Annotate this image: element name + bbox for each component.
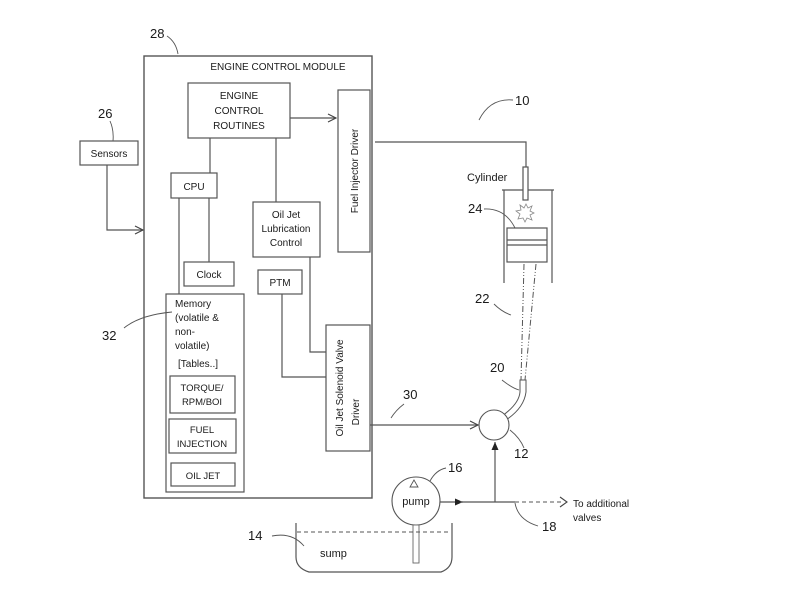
oil-jet-ref-leader [493,303,512,316]
table-oiljet-label: OIL JET [186,471,221,482]
memory-ref-leader [123,311,173,329]
module-ref: 28 [150,26,164,41]
ptm-block: PTM [257,269,303,295]
branch-ref: 18 [542,519,556,534]
branch-label-line-2: valves [573,513,601,524]
oil-jet-lubrication-control-block: Oil Jet Lubrication Control [252,201,321,258]
sump: sump [295,523,453,573]
module-title: ENGINE CONTROL MODULE [210,62,346,73]
oil-jet-control-line-1: Oil Jet [272,210,301,221]
sensors-ref-leader [109,120,114,142]
piston-ref: 24 [468,201,482,216]
valve-ref: 12 [514,446,528,461]
branch-label-line-1: To additional [573,499,629,510]
pump-ref: 16 [448,460,462,475]
cylinder: Cylinder [467,166,554,283]
system-ref: 10 [515,93,529,108]
table-fuel-line-2: INJECTION [177,439,227,450]
signal-ref-leader [390,403,405,419]
routines-line-1: ENGINE [220,91,259,102]
sump-label: sump [320,548,347,560]
cylinder-label: Cylinder [467,172,508,184]
sensors-block: Sensors [79,140,139,166]
sump-tank [295,523,453,573]
solenoid-driver-line-2: Driver [351,398,362,425]
oiljet-control-solenoid-link [309,257,326,353]
table-fuel-injection: FUEL INJECTION [168,418,237,454]
valve-ref-leader [509,429,525,449]
oil-jet-ref: 22 [475,291,489,306]
cpu-label: CPU [183,182,204,193]
engine-control-routines-block: ENGINE CONTROL ROUTINES [187,82,291,139]
clock-block: Clock [183,261,235,287]
memory-line-1: Memory [175,299,211,310]
module-ref-leader [166,35,179,55]
sensors-label: Sensors [91,149,128,160]
memory-block: Memory (volatile & non- volatile) [Table… [165,293,245,493]
branch-arrow-icon [559,496,568,508]
oil-jet-control-line-3: Control [270,238,302,249]
solenoid-driver-line-1: Oil Jet Solenoid Valve [335,339,346,437]
oil-jet-nozzle-tube [501,379,527,421]
piston-ref-leader [483,208,516,229]
table-fuel-line-1: FUEL [190,425,214,436]
table-torque-line-1: TORQUE/ [180,383,223,394]
piston [506,227,548,263]
table-torque-line-2: RPM/BOI [182,397,222,408]
routines-line-2: CONTROL [215,106,264,117]
solenoid-valve [478,409,510,441]
signal-ref: 30 [403,387,417,402]
solenoid-valve-driver-block: Oil Jet Solenoid Valve Driver [325,324,371,452]
pump-label: pump [402,496,430,508]
table-torque-rpm-boi: TORQUE/ RPM/BOI [169,375,236,414]
memory-ref: 32 [102,328,116,343]
memory-line-2: (volatile & [175,313,219,324]
combustion-spark-icon [515,203,535,223]
nozzle-ref: 20 [490,360,504,375]
clock-label: Clock [196,270,222,281]
branch-ref-leader [514,502,539,527]
fuel-injector-driver-block: Fuel Injector Driver [337,89,371,253]
memory-line-3: non- [175,327,195,338]
cpu-block: CPU [170,172,218,199]
pump-intake-pipe [412,524,420,564]
fuel-injector-driver-label: Fuel Injector Driver [350,128,361,213]
table-oil-jet: OIL JET [170,462,236,487]
pump: pump [391,476,441,564]
system-ref-leader [478,99,514,121]
sensors-ref: 26 [98,106,112,121]
ptm-solenoid-link [281,294,326,378]
ptm-label: PTM [269,278,290,289]
routines-line-3: ROUTINES [213,121,265,132]
pump-ref-leader [429,467,447,482]
oil-jet-control-line-2: Lubrication [262,224,311,235]
sump-ref: 14 [248,528,262,543]
sensors-to-module-arrow [106,165,143,230]
pump-direction-icon [409,479,419,488]
sump-ref-leader [271,534,305,547]
fuel-injector-nozzle [522,166,529,201]
oil-jet-spray-right [524,263,537,381]
injector-to-cylinder-line [375,141,527,167]
nozzle-ref-leader [501,379,520,391]
oil-jet-spray-left [520,263,525,381]
memory-line-4: volatile) [175,341,209,352]
memory-line-5: [Tables..] [178,359,218,370]
